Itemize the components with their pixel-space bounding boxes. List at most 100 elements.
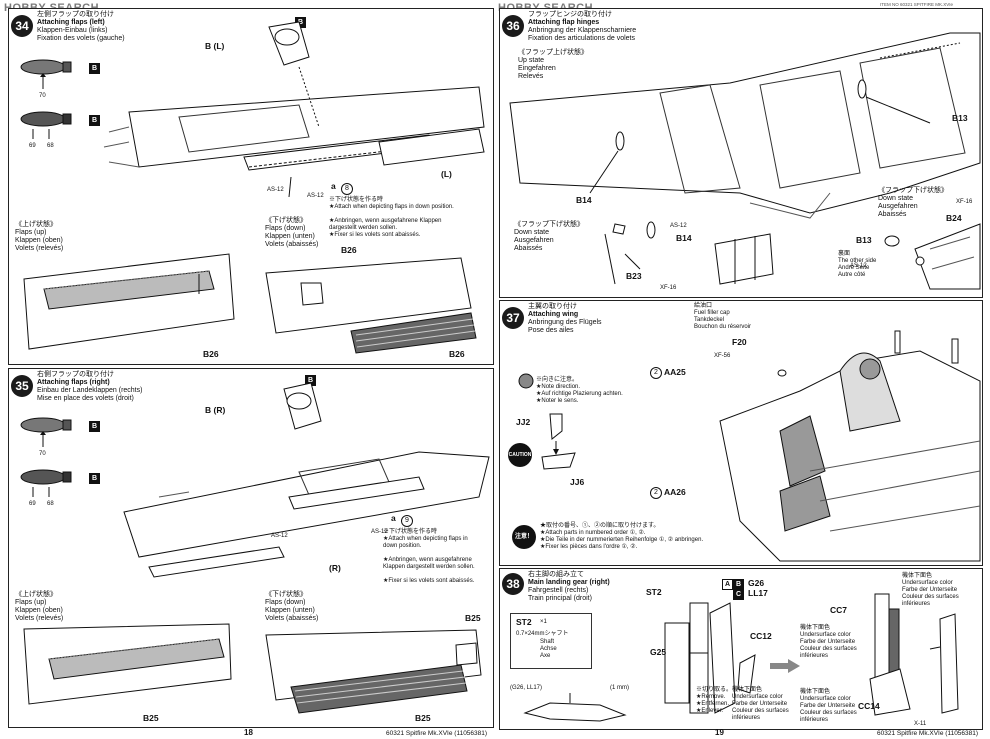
down-jp: 《フラップ下げ状態》 (514, 221, 584, 228)
step-title-fr: Mise en place des volets (droit) (37, 395, 134, 402)
shaft-box (510, 613, 592, 669)
jj-parts-illustration (541, 413, 576, 470)
hinge-down-illustration (604, 221, 774, 285)
uc2-jp: 機体下面色 (800, 625, 831, 631)
order-fr: ★Fixer les pièces dans l'ordre ①, ②. (540, 544, 638, 550)
a-label: a (391, 513, 396, 523)
shaft-de: Achse (540, 646, 557, 652)
caution-jp-badge: 注意！ (512, 525, 536, 549)
step-number: 34 (11, 15, 33, 37)
note-en: ★Attach when depicting flaps in down pos… (329, 204, 454, 210)
dir-jp: ※向きに注意。 (536, 377, 579, 383)
dir-fr: ★Noter le sens. (536, 398, 579, 404)
aa26: AA26 (664, 487, 686, 497)
step-34-panel: 34 左側フラップの取り付け Attaching flaps (left) Kl… (8, 8, 494, 365)
other-en: The other side (838, 258, 877, 264)
uc2-fr: Couleur des surfaces inférieures (800, 646, 857, 659)
step-number: 35 (11, 375, 33, 397)
flaps-up-illustration (23, 253, 235, 350)
step-number: 36 (502, 15, 524, 37)
xf16-a: XF-16 (660, 285, 677, 291)
uc1-en: Undersurface color (732, 694, 783, 700)
as12-a: AS-12 (267, 187, 284, 193)
step-title-jp: 左側フラップの取り付け (37, 11, 114, 18)
flaps-down-illustration (265, 257, 477, 354)
other-de: Andre Seite (838, 265, 870, 271)
b26-b: B26 (341, 245, 357, 255)
as12-b: AS-12 (371, 529, 388, 535)
uc1-de: Farbe der Unterseite (732, 701, 788, 707)
flaps-up-illustration (23, 623, 232, 705)
as12-b: AS-12 (307, 193, 324, 199)
shaft-count: ×1 (540, 619, 547, 625)
other-fr: Autre côté (838, 272, 866, 278)
dim-69: 69 (29, 501, 36, 507)
b24: B24 (946, 213, 962, 223)
up-jp: 《上げ状態》 (15, 221, 57, 228)
order-2-a: 2 (650, 367, 662, 379)
down-jp: 《下げ状態》 (265, 217, 307, 224)
uc2-de: Farbe der Unterseite (800, 639, 856, 645)
b25-c: B25 (415, 713, 431, 723)
uc1-jp: 機体下面色 (732, 687, 763, 693)
step-title-en: Attaching flaps (left) (37, 19, 105, 26)
b13-b: B13 (856, 235, 872, 245)
page-number: 19 (715, 728, 724, 737)
xf16-b: XF-16 (956, 199, 973, 205)
note-de: ★Anbringen, wenn ausgefahrene Klappen da… (383, 557, 475, 570)
uc4-de: Farbe der Unterseite (800, 703, 856, 709)
order-en: ★Attach parts in numbered order ①, ②. (540, 530, 646, 536)
flaps-down-illustration (265, 629, 482, 714)
cut-de: ★Entfernen. (696, 701, 730, 707)
dim-68: 68 (47, 501, 54, 507)
b25-b: B25 (465, 613, 481, 623)
step-36-panel: 36 フラップヒンジの取り付け Attaching flap hinges An… (499, 8, 983, 298)
right-page: 36 フラップヒンジの取り付け Attaching flap hinges An… (495, 0, 990, 739)
jj6: JJ6 (570, 477, 585, 487)
g26-detail-illustration (523, 693, 627, 722)
footer: 60321 Spitfire Mk.XVIe (11056381) (877, 730, 979, 737)
order-jp: ★取付の番号、①、②の順に取り付けます。 (540, 523, 660, 529)
cut-en: ★Remove. (696, 694, 726, 700)
note-de: ★Anbringen, wenn ausgefahrene Klappen da… (329, 218, 442, 231)
b14-a: B14 (576, 195, 592, 205)
uc4-jp: 機体下面色 (800, 689, 831, 695)
dim-70: 70 (39, 451, 46, 457)
g26-ll17: (G26, LL17) (510, 685, 543, 691)
up-en: Flaps (up) (15, 229, 47, 236)
cc14: CC14 (858, 701, 880, 711)
footer: 60321 Spitfire Mk.XVIe (11056381) (386, 730, 488, 737)
note-jp: ※下げ状態を作る時 (329, 197, 384, 203)
step-number: 37 (502, 307, 524, 329)
down2-de: Ausgefahren (878, 203, 918, 210)
up-fr: Relevés (518, 73, 544, 80)
cc12: CC12 (750, 631, 772, 641)
dim-69: 69 (29, 143, 36, 149)
b13-a: B13 (952, 113, 968, 123)
a-num: 9 (401, 515, 413, 527)
fuel-cap-de: Tankdeckel (694, 317, 725, 323)
b14-b: B14 (676, 233, 692, 243)
step-title-en: Attaching flaps (right) (37, 379, 110, 386)
part-tag-b: B (89, 421, 101, 432)
step-title-fr: Fixation des volets (gauche) (37, 35, 125, 42)
up-fr: Volets (relevés) (15, 245, 64, 252)
step-38-panel: 38 右主脚の組み立て Main landing gear (right) Fa… (499, 568, 983, 730)
g26: G26 (748, 578, 765, 588)
down-en: Down state (514, 229, 550, 236)
uc3-fr: Couleur des surfaces inférieures (902, 594, 959, 607)
fuel-cap-en: Fuel filler cap (694, 310, 730, 316)
next-step-arrow-icon (770, 659, 800, 673)
down-fr: Abaissés (514, 245, 543, 252)
xf56: XF-56 (714, 353, 731, 359)
fuel-cap-fr: Bouchon du réservoir (694, 324, 752, 330)
uc3-jp: 機体下面色 (902, 573, 933, 579)
step-title-de: Einbau der Landeklappen (rechts) (37, 387, 143, 394)
b26-a: B26 (203, 349, 219, 359)
step-title-jp: 右側フラップの取り付け (37, 371, 114, 378)
aa25: AA25 (664, 367, 686, 377)
other-jp: 裏面 (838, 251, 851, 257)
part-b-r: B (R) (205, 405, 226, 415)
ll17: LL17 (748, 588, 768, 598)
left-page: 34 左側フラップの取り付け Attaching flaps (left) Kl… (8, 8, 494, 737)
